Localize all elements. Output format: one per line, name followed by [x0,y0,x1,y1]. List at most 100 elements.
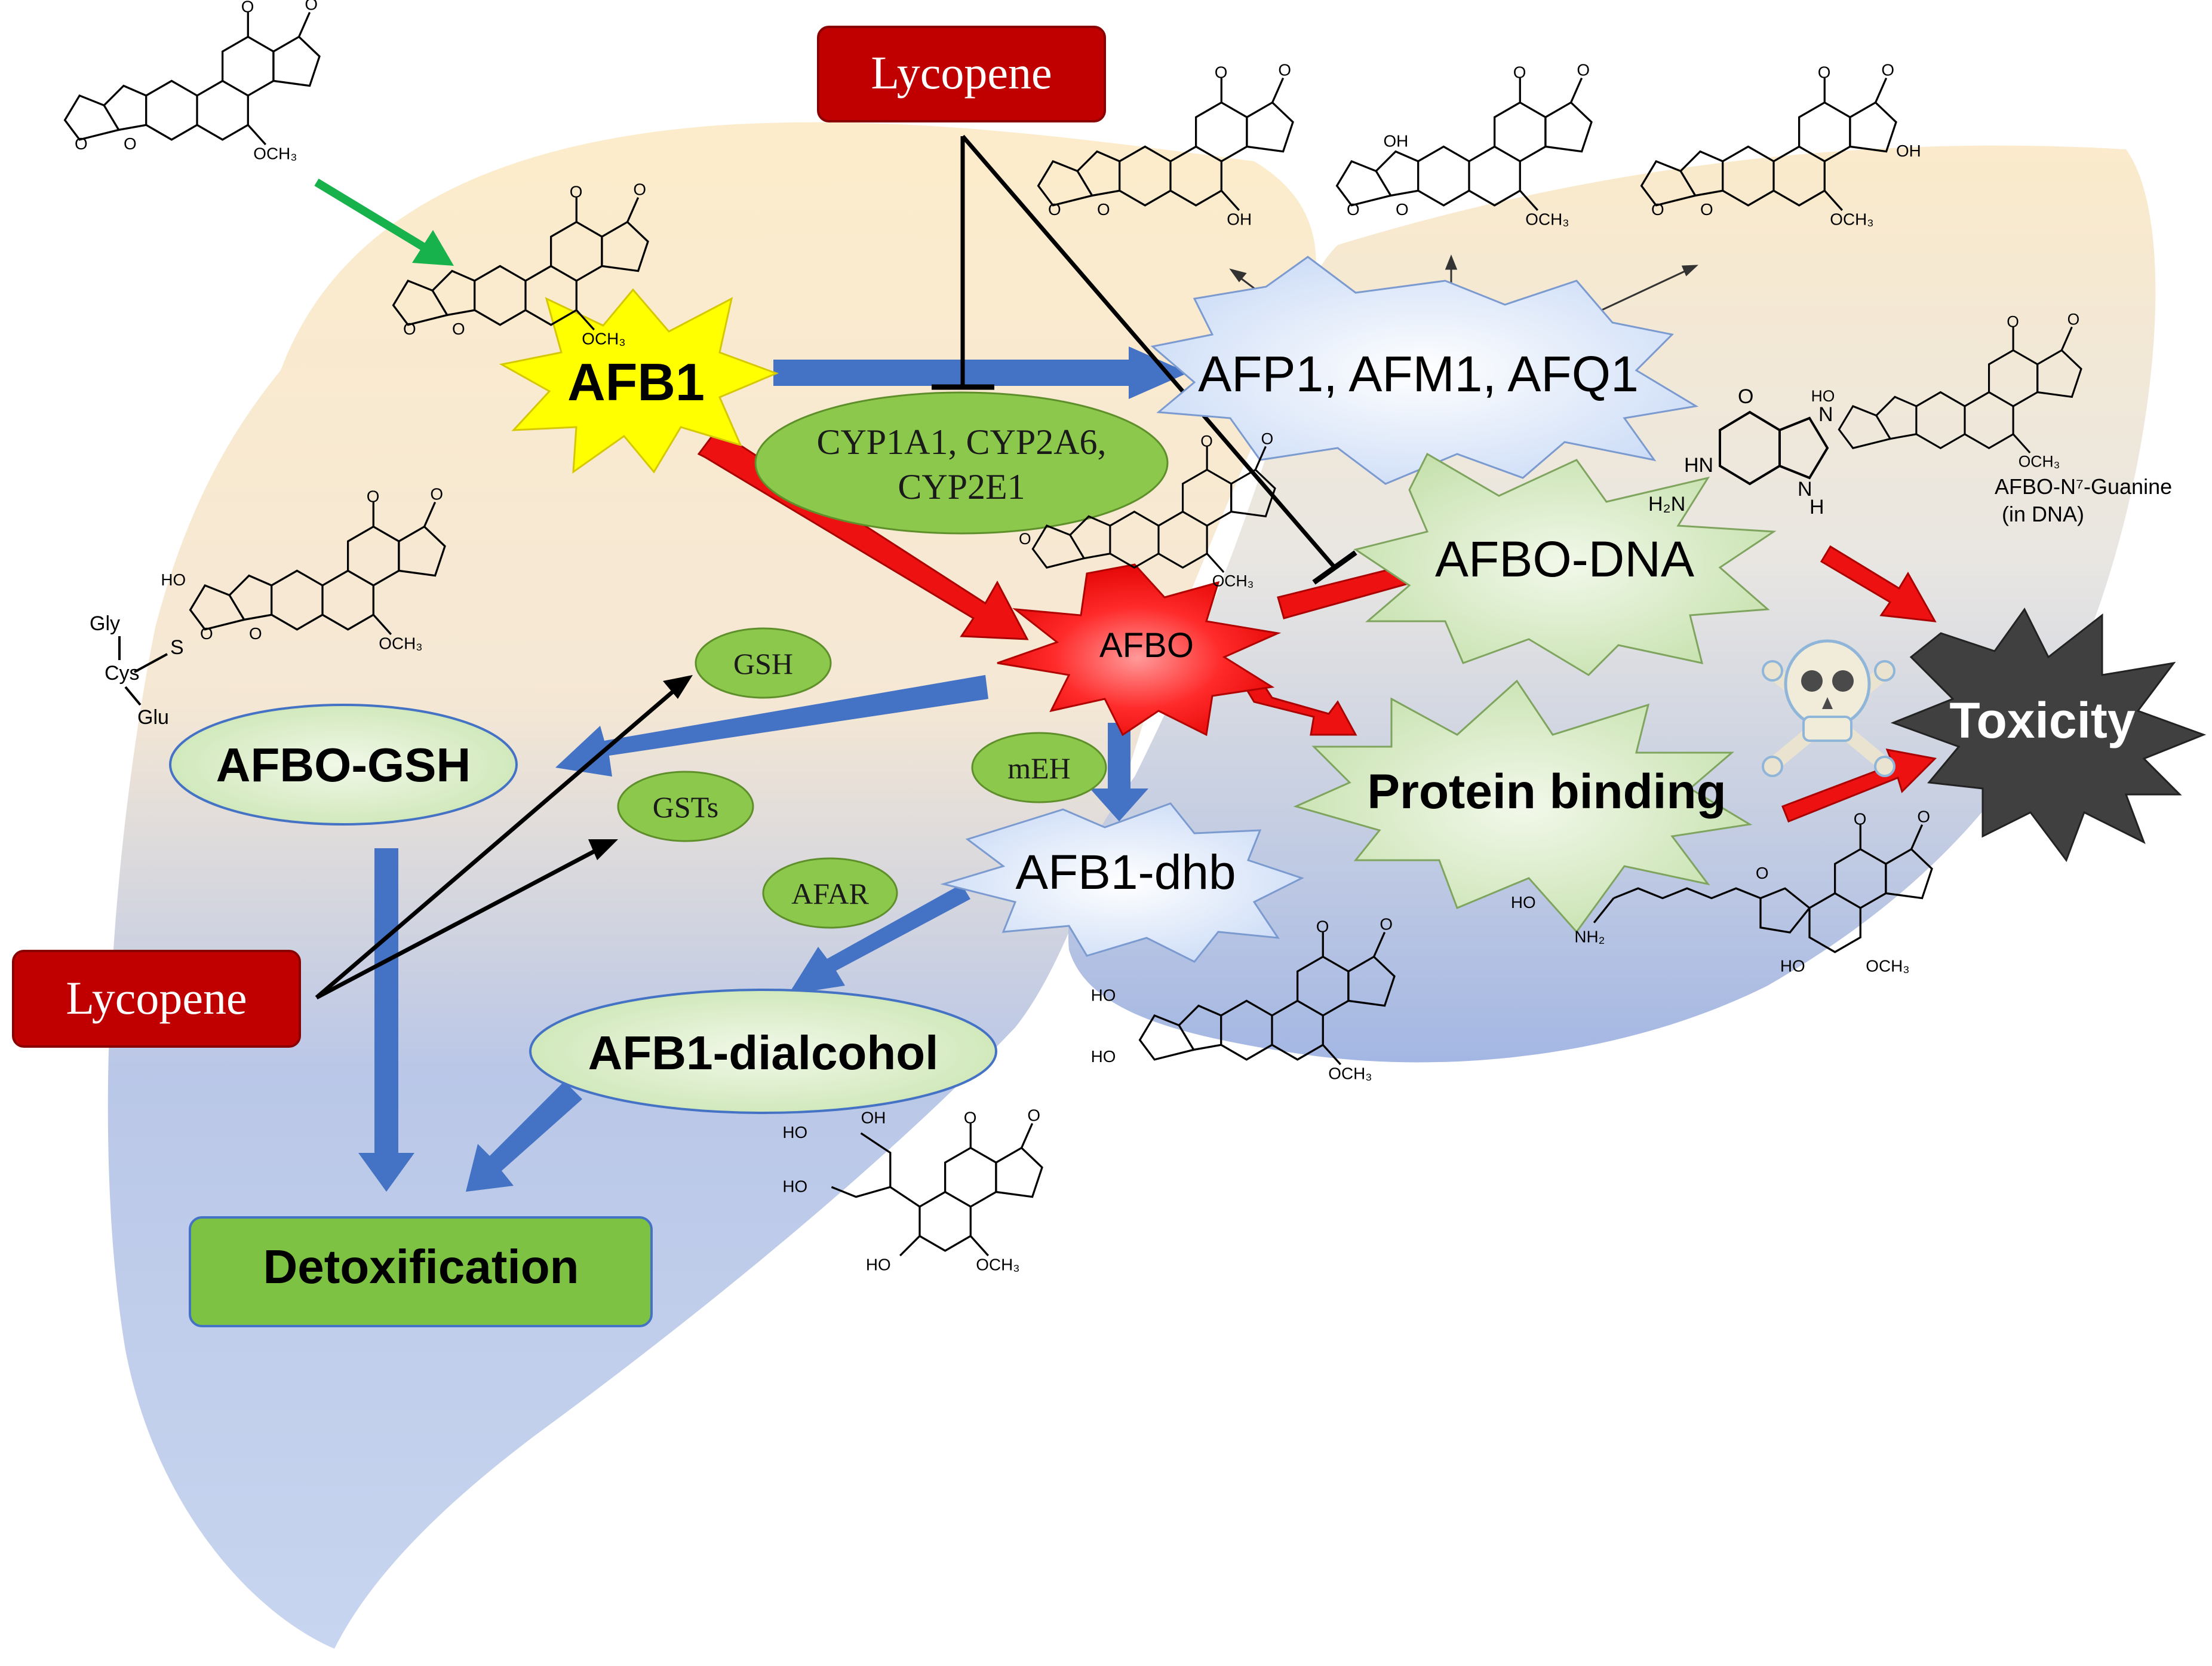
svg-text:OH: OH [1227,210,1252,229]
svg-text:O: O [2067,311,2080,329]
svg-text:N: N [1798,478,1812,501]
afp1-structure: O O OH O O [1037,61,1294,229]
toxicity-label: Toxicity [1949,692,2135,748]
red-arrow-dna-to-toxicity [1820,545,1937,622]
metabolites-burst: AFP1, AFM1, AFQ1 [1150,256,1699,485]
svg-text:OCH₃: OCH₃ [976,1256,1019,1274]
lysine-adduct-structure: O O OCH₃ HO O HO NH₂ [1511,808,1933,975]
svg-text:OH: OH [861,1109,886,1127]
lycopene-enhancement-arrows [315,675,693,1000]
svg-text:O: O [1917,808,1930,826]
svg-text:O: O [1513,63,1526,82]
lycopene-left-box: Lycopene [12,950,301,1048]
svg-text:O: O [1700,200,1713,219]
detoxification-label: Detoxification [263,1240,579,1293]
svg-text:O: O [305,0,318,14]
afbo-gsh-structure: O O OCH₃ HO O O [161,485,446,653]
svg-text:HN: HN [1684,454,1713,477]
svg-text:S: S [170,636,184,659]
afm1-structure: O O OCH₃ OH O O [1335,61,1593,229]
guanine-caption-line1: AFBO-N⁷-Guanine [1995,474,2172,499]
svg-text:O: O [1261,430,1274,448]
svg-text:O: O [1215,63,1228,82]
svg-text:O: O [200,624,213,643]
svg-text:O: O [1854,810,1867,829]
svg-text:OCH₃: OCH₃ [1328,1064,1372,1083]
svg-text:HO: HO [1091,986,1116,1004]
afb1-dhb-label: AFB1-dhb [1015,845,1236,900]
svg-text:OCH₃: OCH₃ [1866,957,1909,975]
svg-text:HO: HO [1780,957,1805,975]
afb1-structure-center: O O OCH₃ O O [392,180,649,348]
detoxification-box: Detoxification [189,1216,653,1327]
afbo-guanine-structure: O O OCH₃ HO [1811,311,2082,470]
afbo-dna-label: AFBO-DNA [1435,531,1694,587]
lycopene-top-box: Lycopene [817,26,1106,122]
svg-text:HO: HO [782,1177,807,1195]
svg-text:OCH₃: OCH₃ [1525,210,1569,229]
blue-arrow-afb1-to-metabolites [773,346,1188,399]
svg-text:H₂N: H₂N [1648,493,1685,516]
svg-text:O: O [1027,1106,1040,1125]
afb1-structure-top-left: O O OCH₃ O O [63,0,321,163]
svg-text:OCH₃: OCH₃ [379,634,422,653]
blue-arrow-dhb-to-dialcohol [788,884,970,995]
afbo-structure: O O OCH₃ O [1019,430,1276,590]
svg-text:HO: HO [1091,1047,1116,1066]
afb1-burst: AFB1 [499,288,779,474]
gsh-tripeptide-labels: Gly Cys Glu S [90,612,184,729]
cyp-enzymes-ellipse: CYP1A1, CYP2A6, CYP2E1 [754,391,1169,535]
svg-text:O: O [1756,864,1769,882]
svg-text:HO: HO [1811,387,1835,405]
lycopene-top-label: Lycopene [871,47,1052,99]
svg-text:OH: OH [1384,131,1409,150]
svg-text:O: O [1738,385,1753,408]
svg-text:OCH₃: OCH₃ [253,145,297,163]
svg-text:O: O [1380,915,1393,934]
svg-text:Cys: Cys [105,662,140,685]
cyp-line2: CYP2E1 [898,467,1025,507]
svg-text:OCH₃: OCH₃ [1212,572,1254,590]
svg-text:N: N [1818,403,1833,426]
blue-arrow-afbo-to-dhb [1090,723,1148,821]
meh-ellipse: mEH [971,732,1107,803]
svg-text:O: O [2007,312,2019,330]
svg-text:HO: HO [866,1256,891,1274]
meh-label: mEH [1007,751,1071,785]
afb1-dialcohol-structure: O O OCH₃ OH HO HO HO [782,1106,1043,1274]
svg-text:O: O [1097,200,1110,219]
svg-text:O: O [452,320,465,338]
blue-arrow-afbo-to-gsh [555,675,988,777]
skull-crossbones-icon [1762,639,1895,777]
svg-text:O: O [633,180,646,199]
afar-ellipse: AFAR [762,857,898,929]
svg-text:NH₂: NH₂ [1574,927,1605,946]
afbo-label: AFBO [1099,626,1194,665]
svg-text:Gly: Gly [90,612,120,635]
svg-text:O: O [1347,200,1360,219]
svg-text:O: O [1396,200,1409,219]
blue-arrow-dialcohol-to-detox [466,1081,582,1192]
afb1-label: AFB1 [567,352,705,412]
afq1-structure: O O OCH₃ OH O O [1640,61,1921,229]
gsts-ellipse: GSTs [617,771,754,842]
red-arrow-afbo-to-protein [1243,683,1357,736]
guanine-ring-sketch: HN H₂N O N H N [1648,385,1833,518]
svg-text:O: O [1278,61,1291,79]
svg-text:O: O [1651,200,1664,219]
afbo-gsh-label: AFBO-GSH [216,738,471,791]
svg-text:O: O [1818,63,1831,82]
svg-text:O: O [1577,61,1590,79]
svg-text:O: O [75,134,88,153]
afar-label: AFAR [791,877,869,910]
svg-text:OH: OH [1896,142,1921,160]
gsh-label: GSH [733,647,793,680]
svg-text:O: O [1048,200,1061,219]
guanine-caption-line2: (in DNA) [2002,502,2084,526]
svg-text:O: O [367,487,380,506]
svg-text:O: O [430,485,443,504]
svg-text:O: O [241,0,254,16]
svg-text:O: O [570,183,583,201]
afb1-dialcohol-oval: AFB1-dialcohol [529,989,997,1114]
